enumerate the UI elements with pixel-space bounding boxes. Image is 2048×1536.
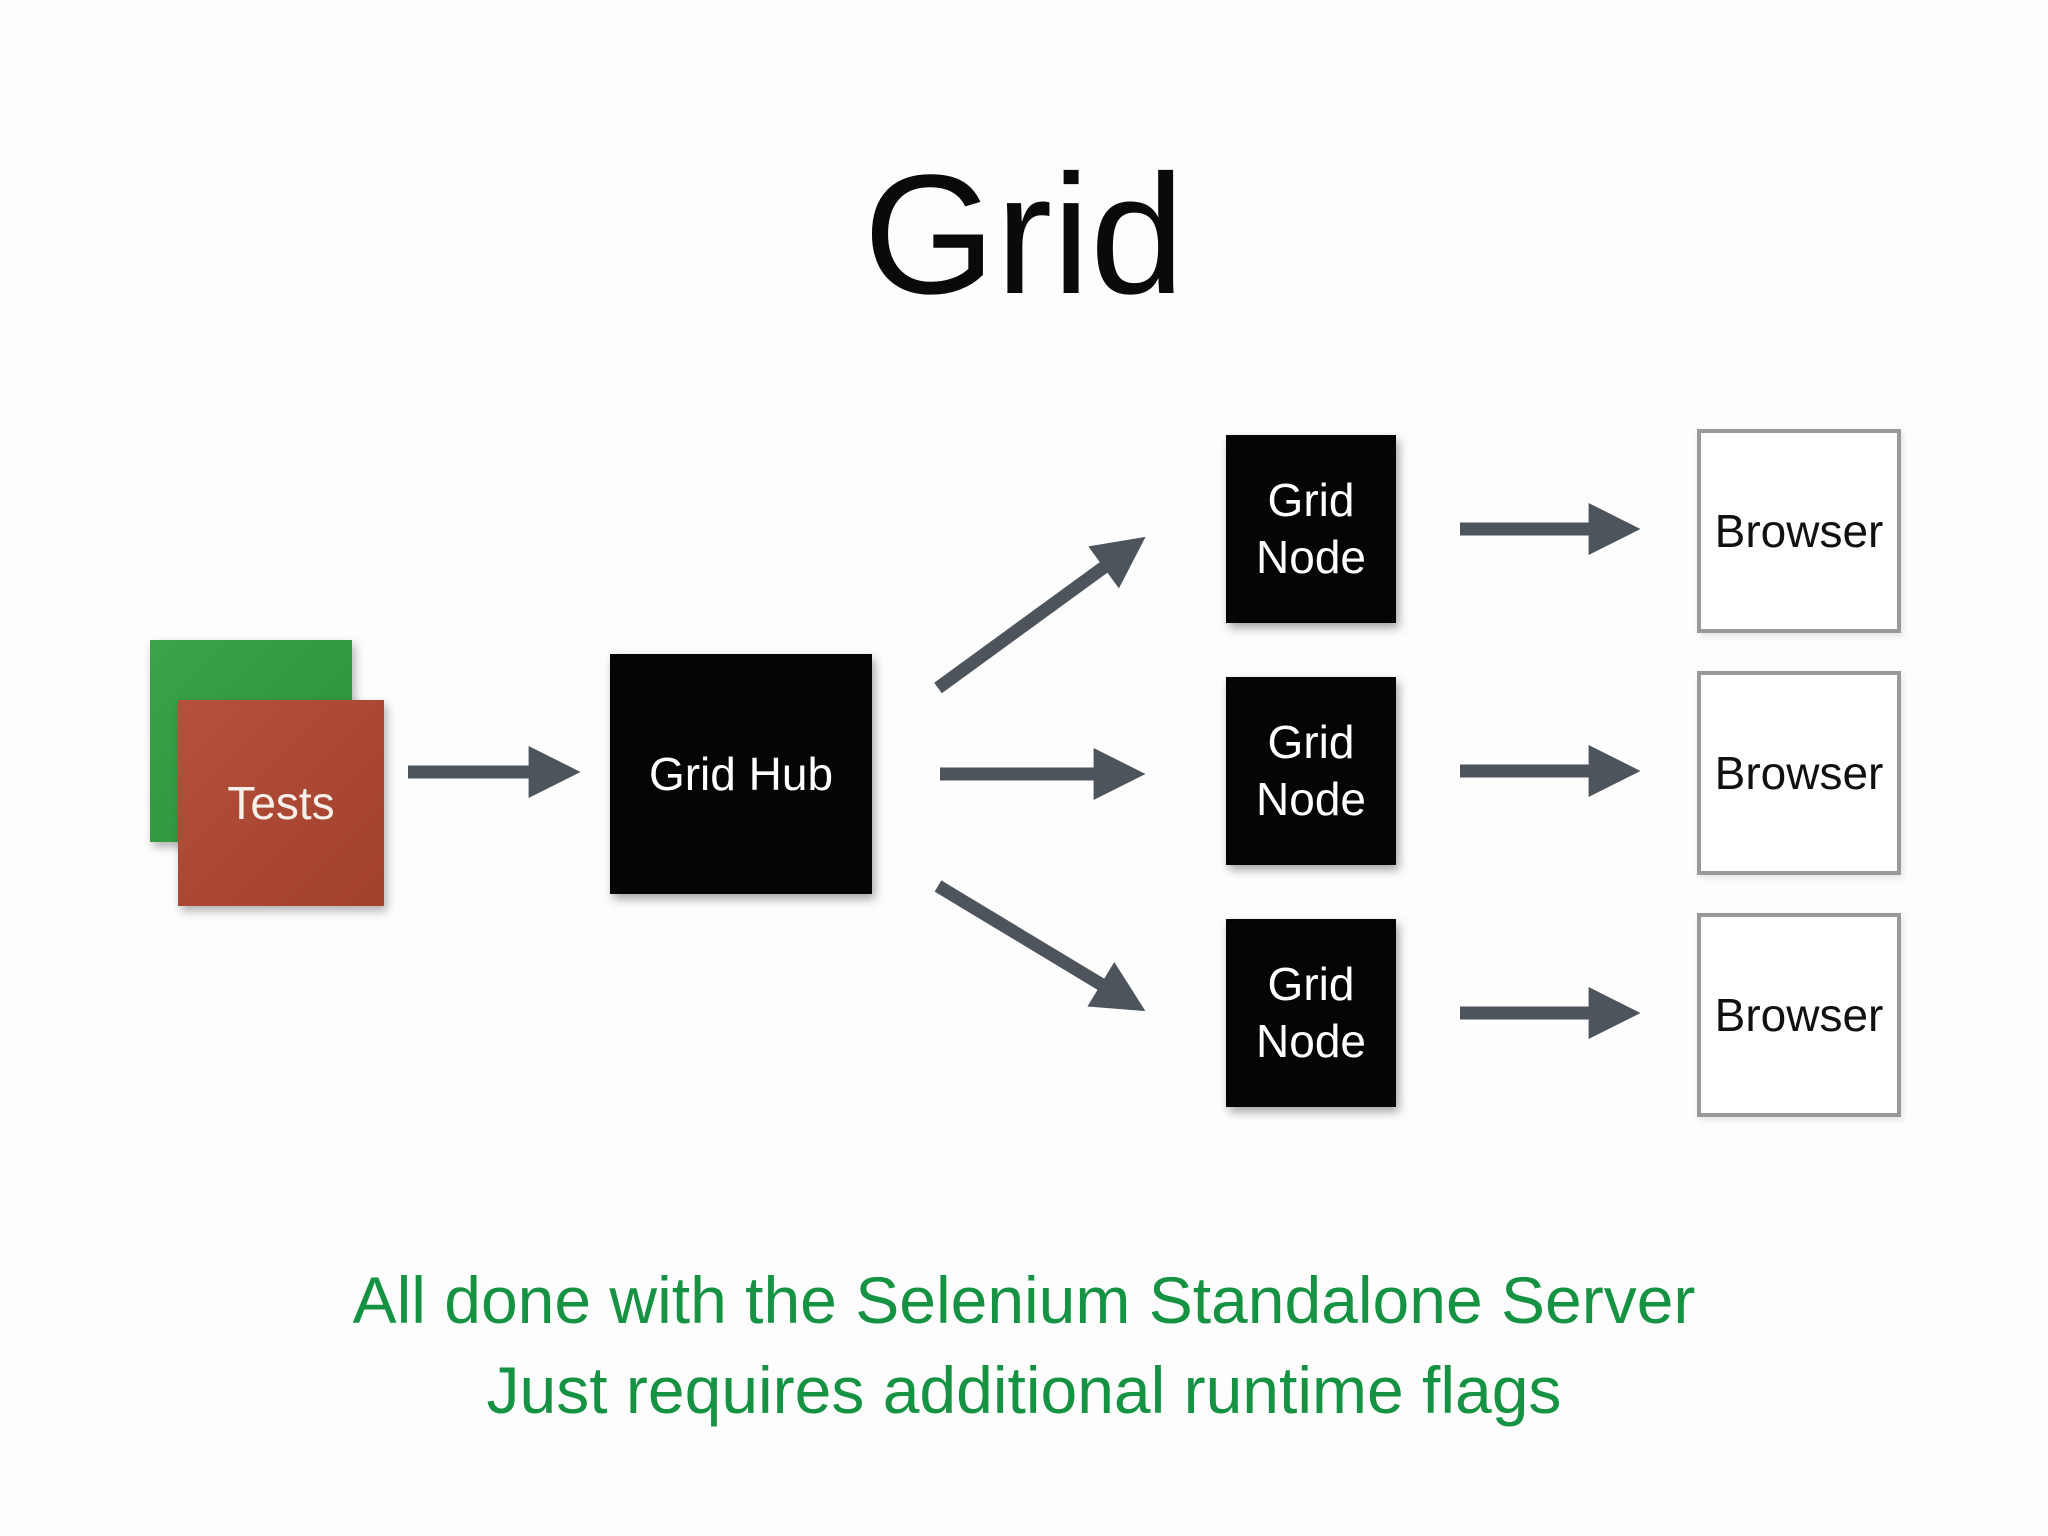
browser-box-3: Browser bbox=[1697, 913, 1901, 1117]
grid-node-label: Grid Node bbox=[1256, 715, 1366, 826]
grid-node-box-2: Grid Node bbox=[1226, 677, 1396, 865]
browser-label: Browser bbox=[1714, 989, 1884, 1041]
arrow-hub-to-node-1-icon bbox=[934, 536, 1146, 694]
arrow-hub-to-node-3-icon bbox=[934, 880, 1146, 1012]
browser-label: Browser bbox=[1714, 505, 1884, 557]
browser-box-1: Browser bbox=[1697, 429, 1901, 633]
browser-box-2: Browser bbox=[1697, 671, 1901, 875]
caption-line-1: All done with the Selenium Standalone Se… bbox=[352, 1263, 1696, 1337]
browser-label: Browser bbox=[1714, 747, 1884, 799]
grid-node-label: Grid Node bbox=[1256, 957, 1366, 1068]
grid-node-box-1: Grid Node bbox=[1226, 435, 1396, 623]
tests-front-square: Tests bbox=[178, 700, 384, 906]
caption-line-2: Just requires additional runtime flags bbox=[486, 1353, 1562, 1427]
page-title: Grid bbox=[863, 140, 1185, 330]
grid-node-box-3: Grid Node bbox=[1226, 919, 1396, 1107]
grid-hub-box: Grid Hub bbox=[610, 654, 872, 894]
grid-node-label: Grid Node bbox=[1256, 473, 1366, 584]
grid-hub-label: Grid Hub bbox=[648, 748, 834, 800]
tests-label: Tests bbox=[227, 777, 335, 829]
caption: All done with the Selenium Standalone Se… bbox=[0, 1255, 2048, 1435]
